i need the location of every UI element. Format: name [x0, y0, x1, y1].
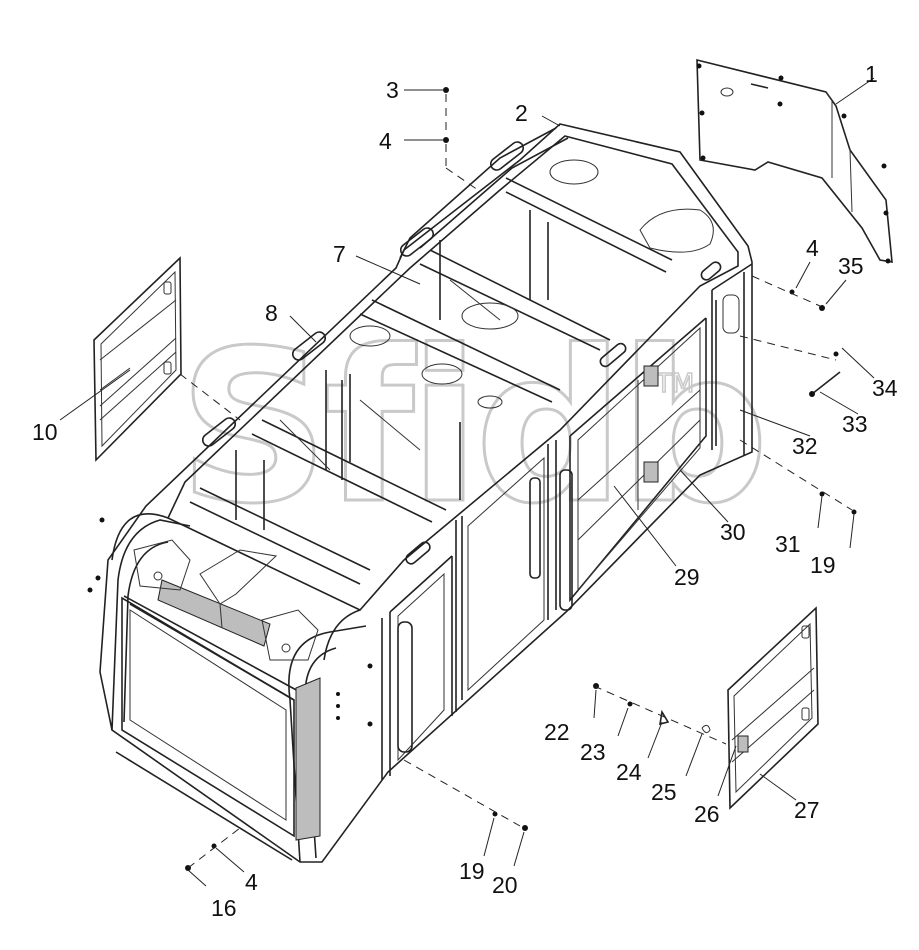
callout-30: 30: [720, 519, 746, 545]
watermark-tm: TM: [655, 369, 694, 399]
watermark-text: Sfidb: [178, 305, 763, 550]
callout-20: 20: [492, 872, 518, 898]
callout-2: 2: [515, 100, 528, 126]
callout-8: 8: [265, 300, 278, 326]
callout-32: 32: [792, 433, 818, 459]
callout-10: 10: [32, 419, 58, 445]
callout-4-bottom: 4: [245, 869, 258, 895]
callout-19-right: 19: [810, 552, 836, 578]
callout-31: 31: [775, 531, 801, 557]
watermark: Sfidb TM: [177, 304, 771, 552]
callout-1: 1: [865, 61, 878, 87]
callout-22: 22: [544, 719, 570, 745]
callout-labels: 1 2 3 4 4 4 7 8 10 16 19 19 20 22 23 24 …: [32, 61, 898, 921]
callout-35: 35: [838, 253, 864, 279]
callout-33: 33: [842, 411, 868, 437]
part-10-left-panel: [93, 256, 182, 462]
callout-7: 7: [333, 241, 346, 267]
callout-24: 24: [616, 759, 642, 785]
callout-4-top: 4: [379, 128, 392, 154]
fasteners: [179, 87, 857, 871]
cab-body: [87, 123, 753, 863]
callout-26: 26: [694, 801, 720, 827]
callout-25: 25: [651, 779, 677, 805]
callout-16: 16: [211, 895, 237, 921]
callout-19-bottom: 19: [459, 858, 485, 884]
callout-27: 27: [794, 797, 820, 823]
callout-3: 3: [386, 77, 399, 103]
callout-4-right: 4: [806, 235, 819, 261]
callout-34: 34: [872, 375, 898, 401]
part-27-right-panel: [727, 606, 819, 810]
part-1-side-panel: [696, 58, 893, 264]
callout-23: 23: [580, 739, 606, 765]
callout-29: 29: [674, 564, 700, 590]
leader-lines: [59, 77, 875, 887]
